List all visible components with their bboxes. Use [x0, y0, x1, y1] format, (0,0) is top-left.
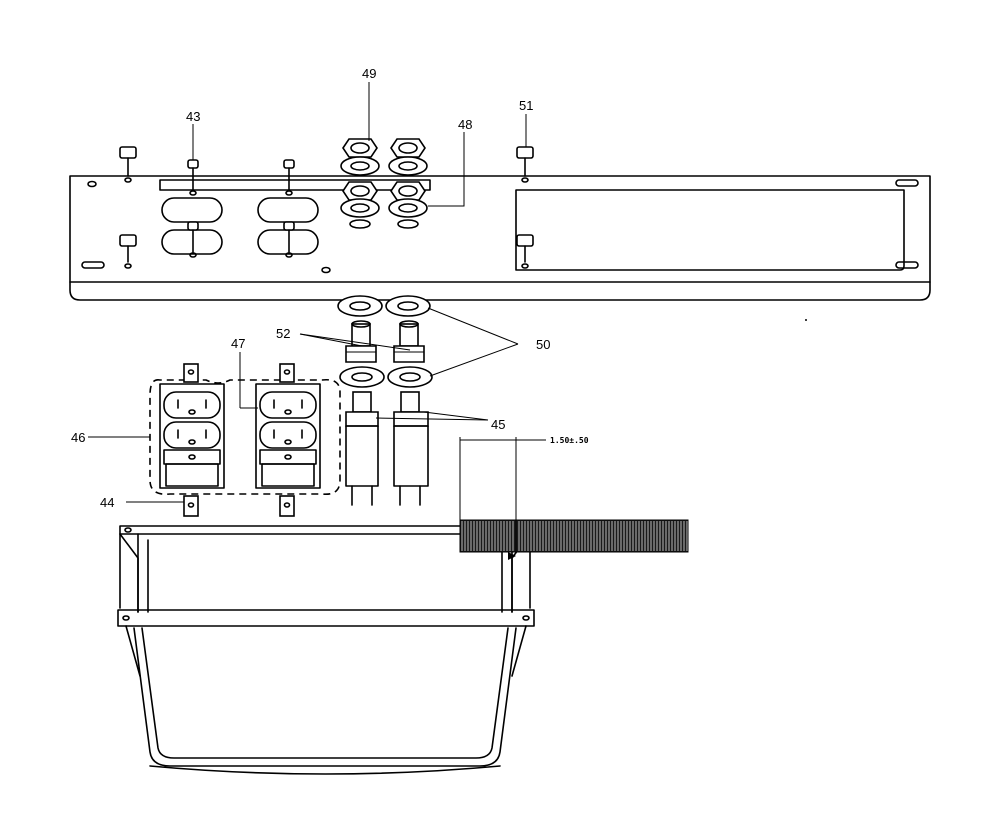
- cap-screw: [119, 146, 137, 183]
- box-enclosure: [117, 525, 535, 775]
- hex-nut: [390, 138, 426, 158]
- switch-assembly-left: [339, 320, 385, 506]
- wire-conductor-strands: [461, 521, 688, 551]
- wire-strip-detail: 1.50±.50: [459, 436, 689, 560]
- callout-labels: 43 44 45 46 47 48 49 50 51 52: [71, 66, 550, 510]
- switch-assembly-right: [387, 320, 433, 506]
- switch-washers-upper: [337, 295, 431, 317]
- callout-52: 52: [276, 326, 290, 341]
- stray-dot: [805, 319, 807, 321]
- mounting-tab: [279, 495, 295, 517]
- panel-screws: [119, 146, 534, 269]
- outlet-screw: [187, 221, 199, 258]
- hex-nut: [342, 138, 378, 158]
- duplex-outlet-left: [159, 383, 225, 489]
- callout-45: 45: [491, 417, 505, 432]
- cap-screw: [119, 234, 137, 269]
- strip-length-dimension: 1.50±.50: [550, 436, 589, 445]
- callout-49: 49: [362, 66, 376, 81]
- callout-44: 44: [100, 495, 114, 510]
- mounting-tab: [183, 495, 199, 517]
- outlet-screw: [283, 159, 295, 196]
- callout-43: 43: [186, 109, 200, 124]
- callout-48: 48: [458, 117, 472, 132]
- outlet-screw: [187, 159, 199, 196]
- cap-screw: [516, 146, 534, 183]
- hex-nut: [342, 181, 378, 201]
- mounting-tab: [183, 363, 199, 383]
- top-panel: [69, 175, 931, 301]
- washer: [340, 198, 380, 218]
- callout-46: 46: [71, 430, 85, 445]
- duplex-outlet-right: [255, 383, 321, 489]
- hex-nut: [390, 181, 426, 201]
- mounting-tab: [279, 363, 295, 383]
- washer: [388, 198, 428, 218]
- outlet-group: [149, 363, 341, 517]
- outlet-screw: [283, 221, 295, 258]
- callout-50: 50: [536, 337, 550, 352]
- callout-51: 51: [519, 98, 533, 113]
- washer: [388, 156, 428, 176]
- nuts-and-washers: [340, 138, 428, 218]
- cap-screw: [516, 234, 534, 269]
- leader-lines: [88, 82, 527, 503]
- washer: [340, 156, 380, 176]
- callout-47: 47: [231, 336, 245, 351]
